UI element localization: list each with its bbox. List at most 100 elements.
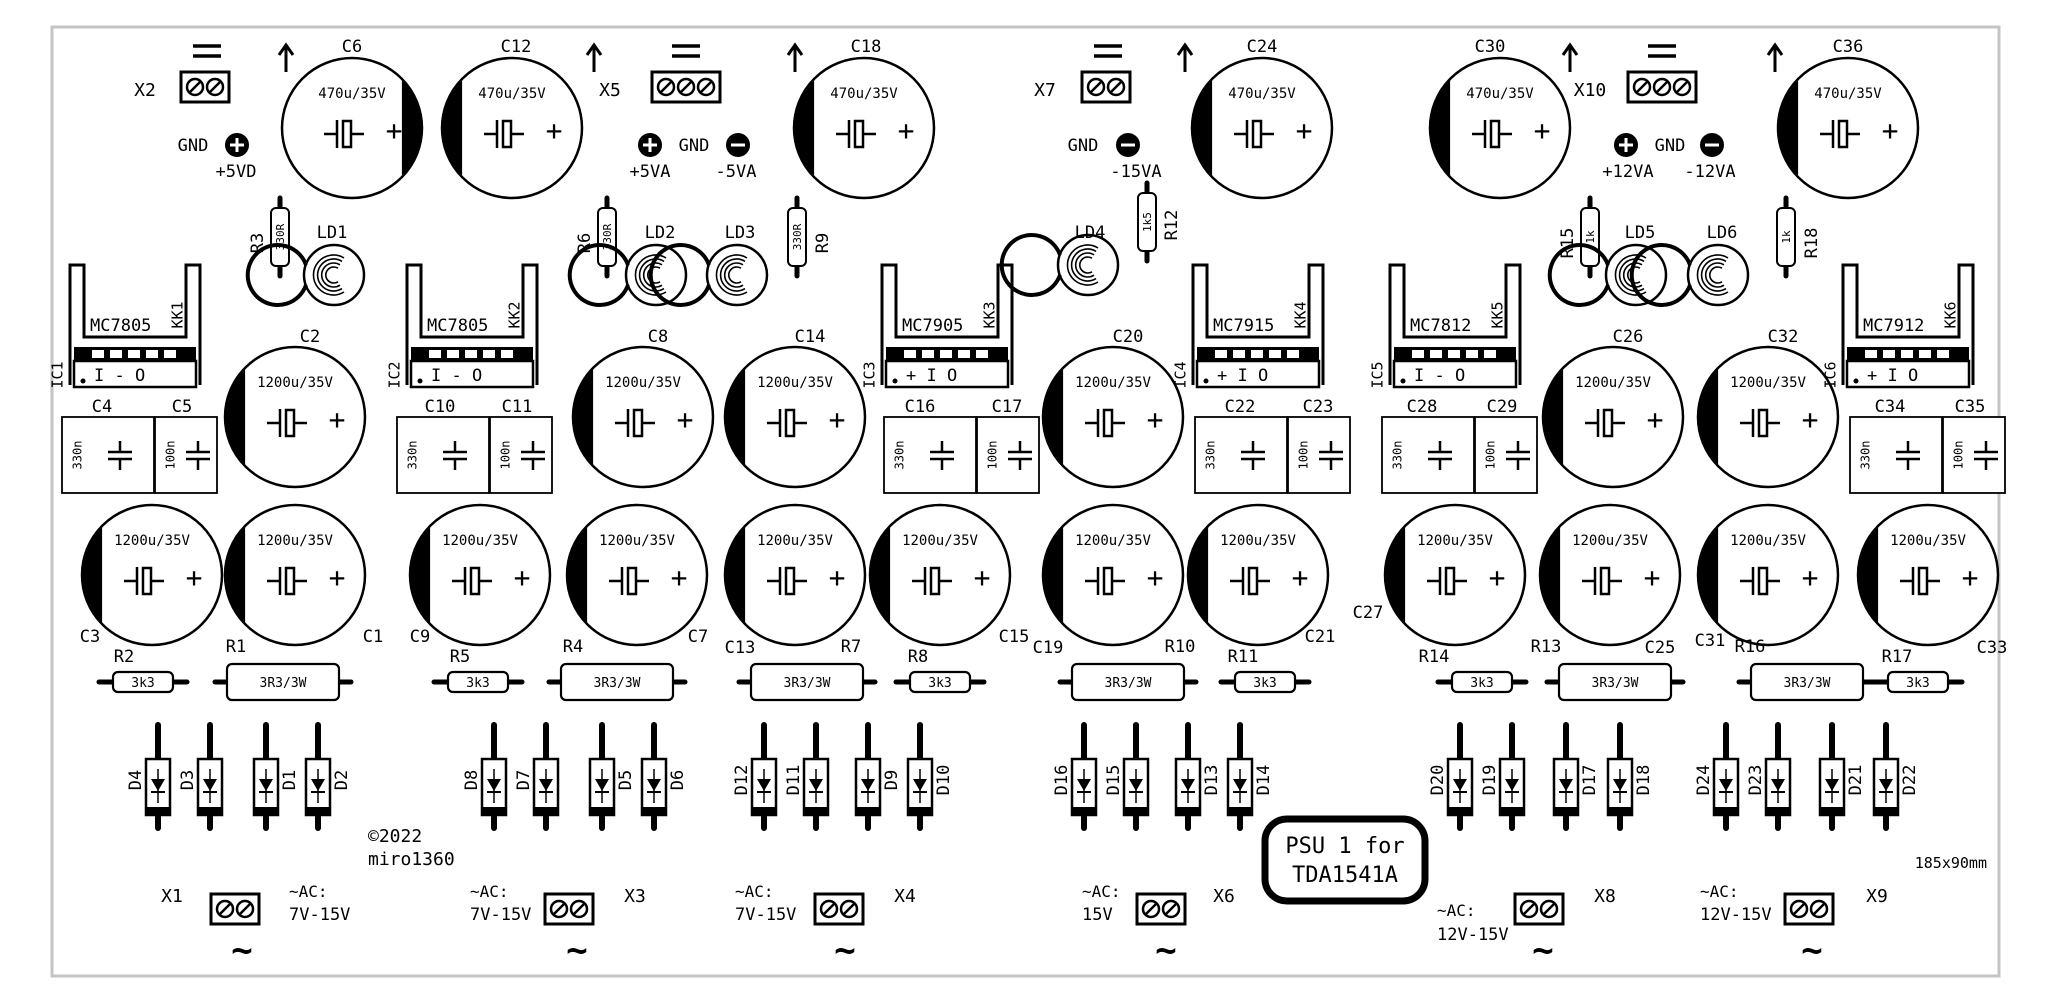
polarity-band [1191,78,1213,178]
capacitor-value: 1200u/35V [1220,533,1296,549]
resistor-ref: R8 [908,647,928,667]
resistor-ref: R16 [1735,637,1766,657]
polarity-band [224,525,246,625]
minus-pad-icon [726,133,750,157]
arrow-up-icon [1176,42,1194,72]
capacitor-c24: +470u/35V [1190,56,1334,200]
ac-voltage-label: 15V [1082,905,1113,925]
resistor-r4: 3R3/3W [546,662,688,702]
plus-sign: + [974,561,991,594]
capacitor-c27: +1200u/35V [1383,503,1527,647]
resistor-r9: 330R [787,195,807,279]
diode-d5 [588,722,616,831]
rail-label: -12VA [1684,162,1735,182]
capacitor-ref: C34 [1875,397,1906,417]
capacitor-ref: C2 [300,327,320,347]
connector-x2 [179,70,231,104]
capacitor-c10: 330n [396,416,490,494]
rail-label: +5VD [216,162,257,182]
capacitor-c33: +1200u/35V [1856,503,2000,647]
polarity-band [1542,367,1564,467]
connector-x5 [650,70,722,104]
polarity-band [1042,525,1064,625]
regulator-ref: IC1 [49,361,67,388]
resistor-value: 3R3/3W [1592,676,1639,691]
connector-ref: X5 [599,80,621,101]
capacitor-ref: C25 [1645,638,1676,658]
capacitor-value: 1200u/35V [902,533,978,549]
diode-d9 [854,722,882,831]
capacitor-value: 100n [1484,441,1498,470]
capacitor-value: 100n [1952,441,1966,470]
ac-voltage-label: 7V-15V [289,905,350,925]
capacitor-c29: 100n [1474,416,1538,494]
regulator-pins: + I O [1217,366,1268,386]
resistor-value: 3k3 [131,676,154,691]
resistor-ref: R10 [1165,637,1196,657]
plus-sign: + [671,561,688,594]
regulator-part-number: MC7915 [1213,316,1274,336]
resistor-r15: 1k [1580,195,1600,279]
resistor-value: 3R3/3W [1105,676,1152,691]
rail-label: +5VA [630,162,671,182]
plus-sign: + [1647,403,1664,436]
capacitor-ref: C26 [1613,327,1644,347]
capacitor-ref: C13 [725,638,756,658]
ac-voltage-label: 7V-15V [735,905,796,925]
plus-pad-icon [225,133,249,157]
capacitor-ref: C29 [1487,397,1518,417]
resistor-ref: R18 [1802,228,1822,259]
capacitor-ref: C23 [1303,397,1334,417]
regulator-pins: I - O [1414,366,1465,386]
capacitor-c23: 100n [1287,416,1351,494]
capacitor-c15: +1200u/35V [868,503,1012,647]
capacitor-c25: +1200u/35V [1538,503,1682,647]
arrow-up-icon [1561,42,1579,72]
resistor-r6: 330R [597,195,617,279]
polarity-band [1042,367,1064,467]
connector-x7 [1080,70,1132,104]
capacitor-value: 330n [1204,441,1218,470]
diode-ref: D14 [1254,765,1274,796]
resistor-value: 3k3 [1253,676,1276,691]
diode-ref: D11 [784,765,804,796]
diode-ref: D12 [732,765,752,796]
capacitor-ref: C32 [1768,327,1799,347]
capacitor-value: 1200u/35V [599,533,675,549]
capacitor-value: 1200u/35V [757,533,833,549]
plus-sign: + [829,403,846,436]
diode-ref: D18 [1634,765,1654,796]
diode-d15 [1122,722,1150,831]
diode-ref: D19 [1480,765,1500,796]
capacitor-value: 1200u/35V [257,375,333,391]
resistor-r12: 1k5 [1137,180,1157,264]
heatsink-label: KK1 [169,301,187,328]
capacitor-ref: C35 [1955,397,1986,417]
board-outline [50,25,2001,978]
plus-sign: + [1534,114,1551,147]
resistor-value: 1k [1584,230,1597,244]
resistor-r17: 3k3 [1871,670,1965,694]
regulator-part-number: MC7905 [902,316,963,336]
heatsink-label: KK6 [1942,301,1960,328]
resistor-ref: R14 [1419,647,1450,667]
connector-ref: X3 [624,886,646,907]
capacitor-value: 100n [499,441,513,470]
ac-symbol-icon: ~ [566,930,588,971]
regulator-ref: IC5 [1369,361,1387,388]
regulator-ref: IC6 [1822,361,1840,388]
capacitor-c4: 330n [61,416,155,494]
diode-ref: D1 [280,770,300,790]
capacitor-value: 330n [71,441,85,470]
author-text: miro1360 [368,849,455,870]
resistor-ref: R12 [1162,210,1182,241]
resistor-value: 3R3/3W [784,676,831,691]
capacitor-c26: +1200u/35V [1541,345,1685,489]
regulator-ref: IC3 [861,361,879,388]
ac-symbol-icon: ~ [834,930,856,971]
diode-d12 [750,722,778,831]
